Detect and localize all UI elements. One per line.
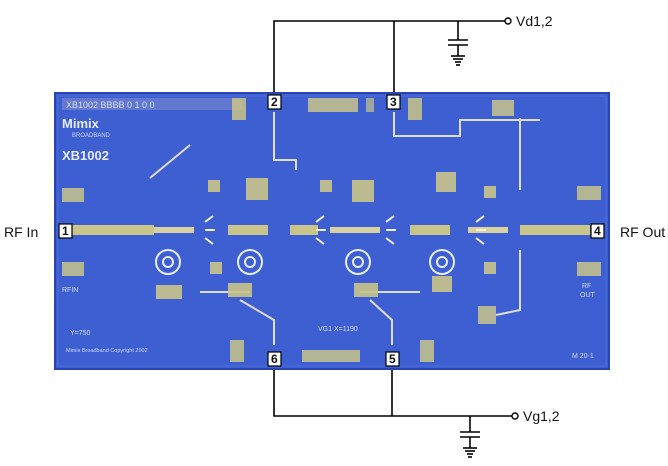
vg-label: Vg1,2 (523, 408, 560, 424)
svg-text:5: 5 (389, 352, 396, 366)
rf-in-label: RF In (4, 224, 38, 240)
svg-text:1: 1 (62, 224, 69, 238)
chip-copyright: Mimix Broadband Copyright 2002 (66, 348, 148, 354)
vg-capacitor-icon (460, 431, 480, 458)
chip-die: XB1002 BBBB 0 1 0 0 Mimix BROADBAND XB10… (54, 92, 610, 370)
chip-logo: Mimix (62, 116, 100, 131)
rf-signal-path (72, 225, 590, 235)
rf-out-label: RF Out (620, 224, 665, 240)
pad-2: 2 (267, 94, 282, 110)
chip-broadband: BROADBAND (72, 133, 111, 139)
pad-4: 4 (590, 223, 605, 239)
svg-text:6: 6 (271, 352, 278, 366)
chip-rf-out-text1: RF (582, 283, 591, 290)
vd-label: Vd1,2 (516, 13, 553, 29)
chip-rev: M 20-1 (572, 353, 594, 360)
svg-text:3: 3 (390, 95, 397, 109)
vg-terminal-icon (511, 412, 519, 420)
vg-wire (273, 368, 512, 417)
pad-5: 5 (385, 351, 400, 367)
vd-terminal-icon (504, 17, 512, 25)
vd-capacitor-icon (448, 39, 468, 66)
svg-text:2: 2 (271, 95, 278, 109)
chip-part: XB1002 (62, 148, 109, 163)
pad-3: 3 (386, 94, 401, 110)
chip-part-top: XB1002 BBBB 0 1 0 0 (66, 100, 155, 110)
svg-text:4: 4 (594, 224, 601, 238)
chip-rf-out-text2: OUT (580, 292, 596, 299)
pad-1: 1 (58, 223, 73, 239)
external-wiring (273, 20, 512, 432)
vd-wire (273, 20, 505, 93)
chip-vg-coord: VG1 X=1190 (318, 326, 358, 333)
chip-y-coord: Y=750 (70, 330, 91, 337)
chip-rfin-text: RFIN (62, 287, 78, 294)
pad-6: 6 (267, 351, 282, 367)
